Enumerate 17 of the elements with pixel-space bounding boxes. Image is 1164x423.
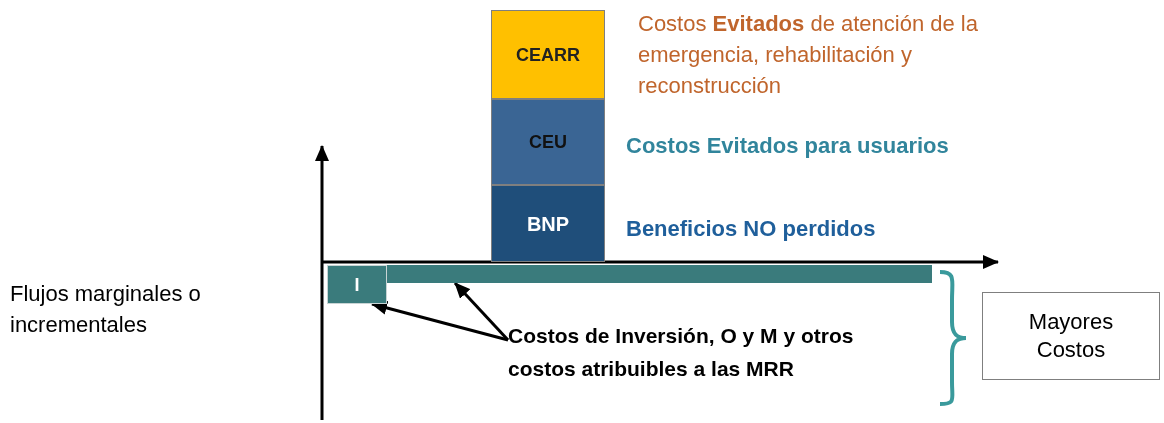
- box-label: Mayores Costos: [1027, 308, 1115, 364]
- segment-label: I: [354, 273, 360, 297]
- annotation-text: Costos Evitados para usuarios: [626, 132, 949, 160]
- text-box: [982, 292, 1160, 380]
- axis-label: Flujos marginales o incrementales: [10, 280, 202, 339]
- segment-label: CEU: [529, 131, 567, 154]
- annotation-text: Beneficios NO perdidos: [626, 215, 876, 243]
- annotation-text: Costos de Inversión, O y M y otros costos atribuibles a las MRR: [508, 323, 855, 382]
- bar-segment: [491, 10, 605, 99]
- bar-segment: [327, 265, 387, 304]
- annotation-text: Costos Evitados de atención de la emergencia, rehabilitación y reconstrucción: [638, 10, 979, 100]
- bar-segment: [491, 185, 605, 262]
- segment-label: BNP: [526, 211, 570, 237]
- bar-segment: [491, 99, 605, 185]
- cost-bar: [387, 265, 932, 283]
- segment-label: CEARR: [516, 43, 580, 67]
- arrow: [453, 281, 510, 342]
